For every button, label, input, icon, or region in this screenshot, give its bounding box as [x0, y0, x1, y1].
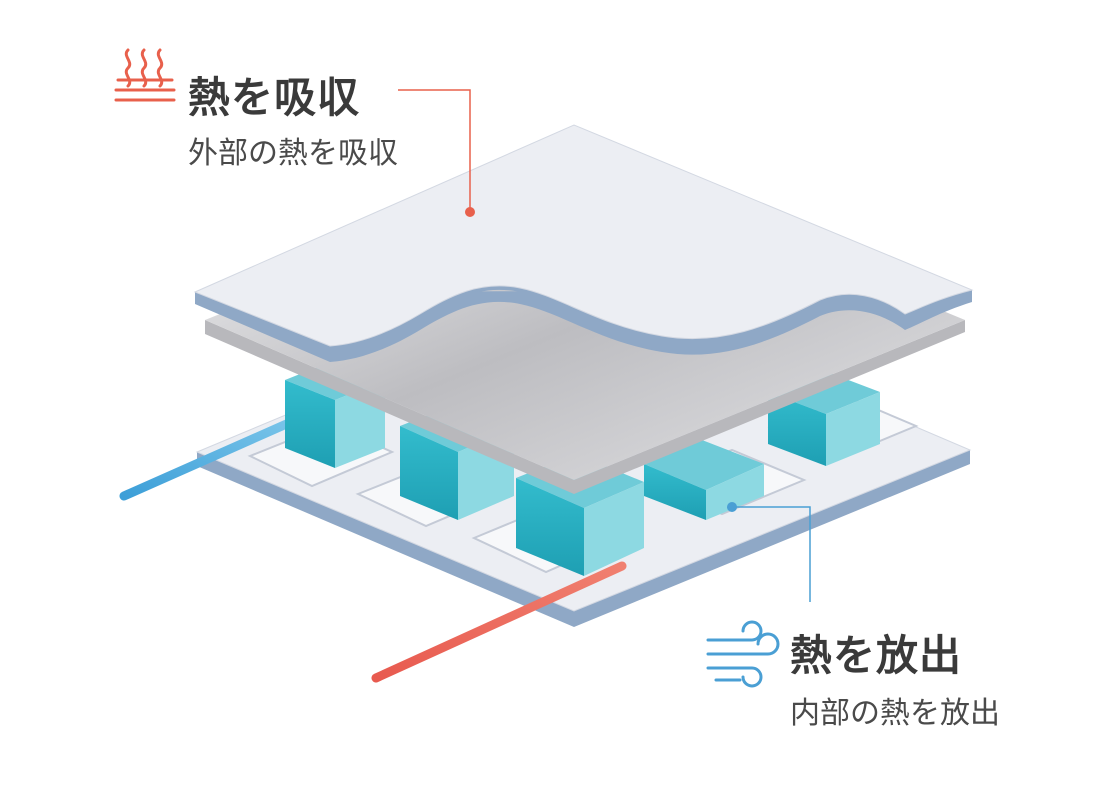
release-heat-title: 熱を放出	[790, 631, 963, 680]
red-wire	[371, 561, 627, 683]
semiconductor-block	[768, 370, 880, 466]
release-callout-dot	[727, 502, 737, 512]
absorb-callout-dot	[465, 207, 475, 217]
top-plate	[193, 124, 974, 362]
absorb-heat-subtitle: 外部の熱を吸収	[188, 136, 398, 171]
release-callout	[727, 502, 811, 602]
absorb-callout	[398, 89, 475, 217]
release-heat-subtitle: 内部の熱を放出	[790, 696, 1000, 731]
absorb-heat-title: 熱を吸収	[188, 73, 361, 122]
blue-wire	[119, 413, 305, 501]
heat-waves-icon	[114, 48, 176, 102]
wind-icon	[706, 620, 780, 688]
